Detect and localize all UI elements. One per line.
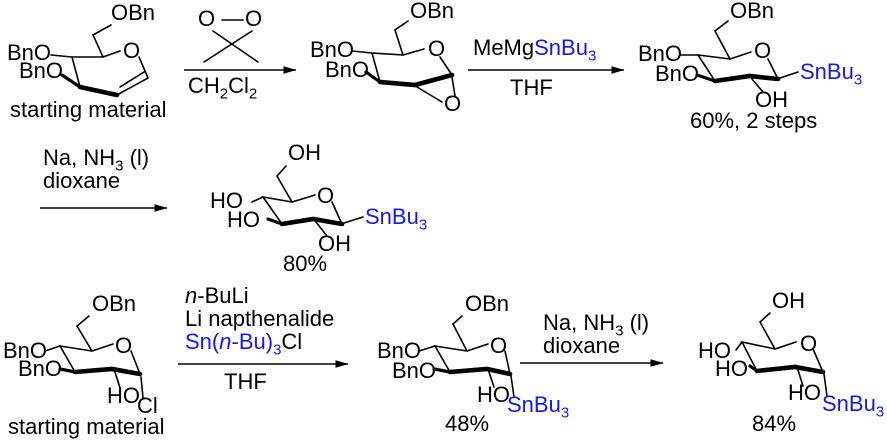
arrow4-reagent3-label: Sn(n-Bu)3Cl xyxy=(185,329,303,359)
struct7-ho-upper-label: HO xyxy=(698,338,731,363)
struct4-wedge-bond xyxy=(266,217,284,226)
struct1-bno-upper-label: BnO xyxy=(7,40,52,65)
struct3-yield-label: 60%, 2 steps xyxy=(690,108,818,133)
struct2-bno-upper-label: BnO xyxy=(310,37,355,62)
struct4-oh-top-label: OH xyxy=(288,140,321,165)
arrow5-reagent-label: Na, NH3 (l) xyxy=(543,310,650,340)
struct6-ho-label: HO xyxy=(477,382,510,407)
struct2-obn-label: OBn xyxy=(410,0,455,23)
struct6-bno-upper-label: BnO xyxy=(377,338,422,363)
struct6-ring-o-label: O xyxy=(490,333,508,358)
struct7-oh-top-label: OH xyxy=(772,288,805,313)
struct5-bold-bonds xyxy=(72,366,143,377)
arrow1-solvent-label: CH2Cl2 xyxy=(188,73,258,103)
struct2-epoxide-o-label: O xyxy=(444,91,462,116)
arrow3-reagent-label: Na, NH3 (l) xyxy=(43,145,150,175)
struct5-bno-upper-label: BnO xyxy=(3,338,48,363)
struct6-bno-lower-label: BnO xyxy=(392,358,437,383)
struct7-yield-label: 84% xyxy=(752,411,797,436)
struct5-bonds xyxy=(44,315,144,399)
struct3-bno-upper-label: BnO xyxy=(638,41,683,66)
struct6-bonds xyxy=(418,315,515,398)
struct1-caption: starting material xyxy=(10,97,167,122)
struct1-bold-bond xyxy=(77,84,120,98)
struct7-ring-o-label: O xyxy=(800,331,818,356)
struct4-ho-upper-label: HO xyxy=(210,188,243,213)
struct4-oh-bottom-label: OH xyxy=(318,231,351,256)
arrow4-reagent1-label: n-BuLi xyxy=(185,283,249,308)
struct3-snbu3-label: SnBu3 xyxy=(800,59,863,89)
arrow4-reagent2-label: Li napthenalide xyxy=(185,306,335,331)
struct4-ho-lower-label: HO xyxy=(227,207,260,232)
struct7-wedge-bond xyxy=(748,364,759,373)
dmdo-o-left-label: O xyxy=(198,6,216,31)
struct4-snbu3-label: SnBu3 xyxy=(365,204,428,234)
struct3-bold-bonds xyxy=(712,73,781,84)
arrow3-solvent-label: dioxane xyxy=(43,168,121,193)
struct1-ring-o-label: O xyxy=(123,38,141,63)
struct5-caption: starting material xyxy=(8,414,165,439)
struct4-bonds xyxy=(251,165,364,237)
struct2-bold-bonds xyxy=(377,72,455,88)
struct2-wedge-bond xyxy=(364,70,382,84)
struct2-bno-lower-label: BnO xyxy=(325,57,370,82)
arrow2-reagent-label: MeMgSnBu3 xyxy=(473,35,597,65)
struct7-skeleton xyxy=(735,312,828,397)
struct5-bno-lower-label: BnO xyxy=(18,356,63,381)
dmdo-skeleton xyxy=(203,19,259,63)
struct3-oh-label: OH xyxy=(755,87,788,112)
struct4-bold-bonds xyxy=(279,216,345,227)
struct7-bonds xyxy=(735,312,828,397)
struct1-bno-lower-label: BnO xyxy=(19,58,64,83)
struct3-bonds xyxy=(679,20,799,93)
struct5-cl-label: Cl xyxy=(137,393,158,418)
struct7-ho-lower-label: HO xyxy=(715,356,748,381)
struct5-ho-label: HO xyxy=(107,383,140,408)
struct5-ring-o-label: O xyxy=(115,333,133,358)
struct1-wedge-bond xyxy=(60,73,82,89)
struct4-ring-o-label: O xyxy=(317,183,335,208)
struct3-ring-o-label: O xyxy=(754,38,772,63)
dmdo-bonds xyxy=(203,19,259,63)
struct6-skeleton xyxy=(418,315,515,398)
struct2-bonds xyxy=(351,20,456,103)
struct4-yield-label: 80% xyxy=(283,251,328,276)
struct7-bold-bonds xyxy=(754,364,826,375)
dmdo-o-right-label: O xyxy=(245,6,263,31)
struct6-yield-label: 48% xyxy=(445,411,490,436)
arrow2-solvent-label: THF xyxy=(510,75,553,100)
struct3-bno-lower-label: BnO xyxy=(655,61,700,86)
arrow4-solvent-label: THF xyxy=(224,369,267,394)
struct2-ring-o-label: O xyxy=(428,36,446,61)
struct6-bold-bonds xyxy=(447,366,513,377)
struct3-wedge-bond xyxy=(695,73,717,83)
struct2-skeleton xyxy=(351,20,456,103)
struct1-skeleton xyxy=(50,24,149,98)
struct7-snbu3-label: SnBu3 xyxy=(822,391,885,421)
struct1-bonds xyxy=(50,24,149,96)
struct4-skeleton xyxy=(251,165,364,237)
struct5-obn-label: OBn xyxy=(92,291,137,316)
struct3-skeleton xyxy=(679,20,799,93)
struct6-obn-label: OBn xyxy=(465,291,510,316)
arrow5-solvent-label: dioxane xyxy=(543,333,621,358)
struct7-ho-bottom-label: HO xyxy=(788,380,821,405)
struct5-wedge-bond xyxy=(58,367,77,374)
struct5-skeleton xyxy=(44,315,144,399)
struct1-obn-label: OBn xyxy=(111,0,156,25)
struct6-snbu3-label: SnBu3 xyxy=(507,392,570,422)
struct6-wedge-bond xyxy=(432,367,452,374)
struct3-obn-label: OBn xyxy=(730,0,775,23)
